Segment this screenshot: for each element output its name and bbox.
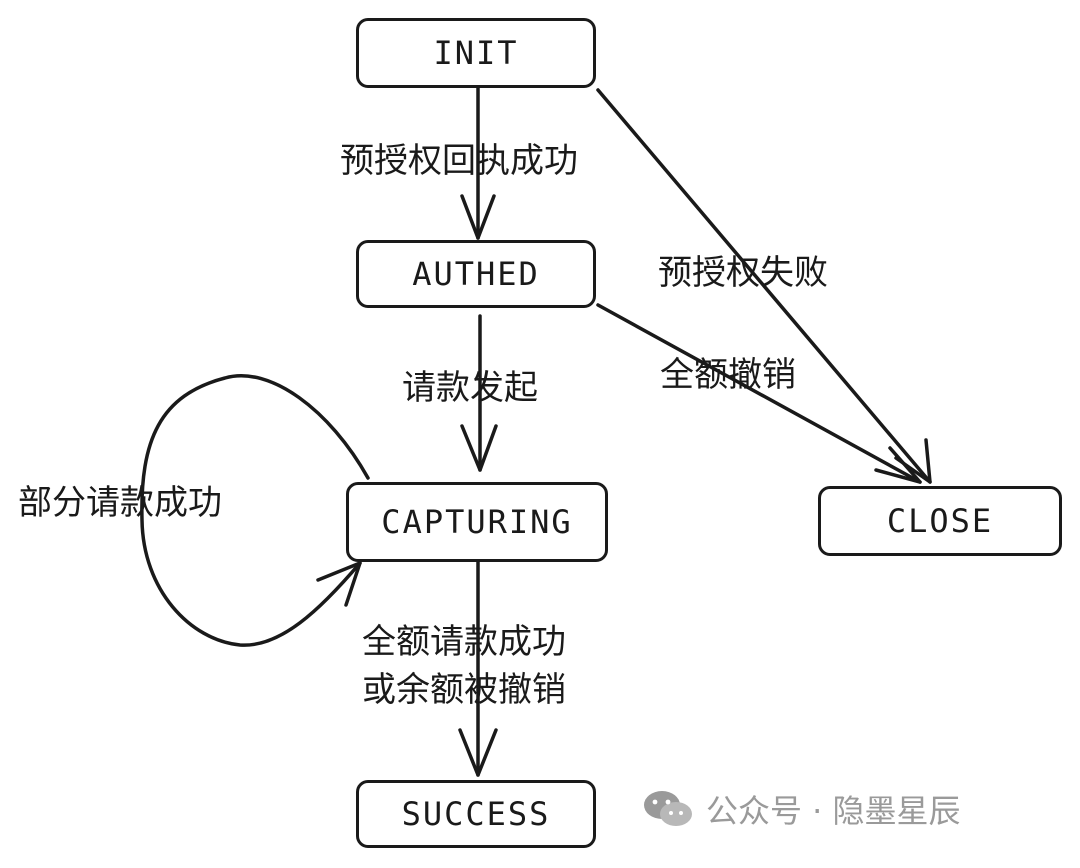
watermark: 公众号 · 隐墨星辰 [640, 786, 961, 832]
state-close: CLOSE [818, 486, 1062, 556]
arrowhead-init-authed [460, 194, 496, 240]
state-init: INIT [356, 18, 596, 88]
arrowhead-authed-close [874, 446, 922, 484]
label-capturing-loop: 部分请款成功 [18, 483, 222, 523]
label-init-authed: 预授权回执成功 [340, 141, 578, 181]
edge-capturing-loop [140, 374, 370, 647]
label-authed-close: 全额撤销 [660, 355, 796, 395]
edge-authed-close [596, 303, 922, 484]
label-authed-capturing: 请款发起 [402, 368, 538, 408]
arrowhead-capturing-loop [316, 561, 362, 607]
state-success: SUCCESS [356, 780, 596, 848]
label-init-close: 预授权失败 [658, 253, 828, 293]
arrowhead-capturing-success [458, 728, 498, 777]
edge-init-close [596, 88, 932, 484]
state-authed: AUTHED [356, 240, 596, 308]
watermark-text: 公众号 · 隐墨星辰 [706, 792, 961, 830]
state-capturing: CAPTURING [346, 482, 608, 562]
wechat-icon [644, 791, 692, 826]
arrowhead-authed-capturing [460, 424, 498, 472]
label-capturing-success-line2: 或余额被撤销 [362, 670, 566, 710]
label-capturing-success-line1: 全额请款成功 [362, 622, 566, 662]
